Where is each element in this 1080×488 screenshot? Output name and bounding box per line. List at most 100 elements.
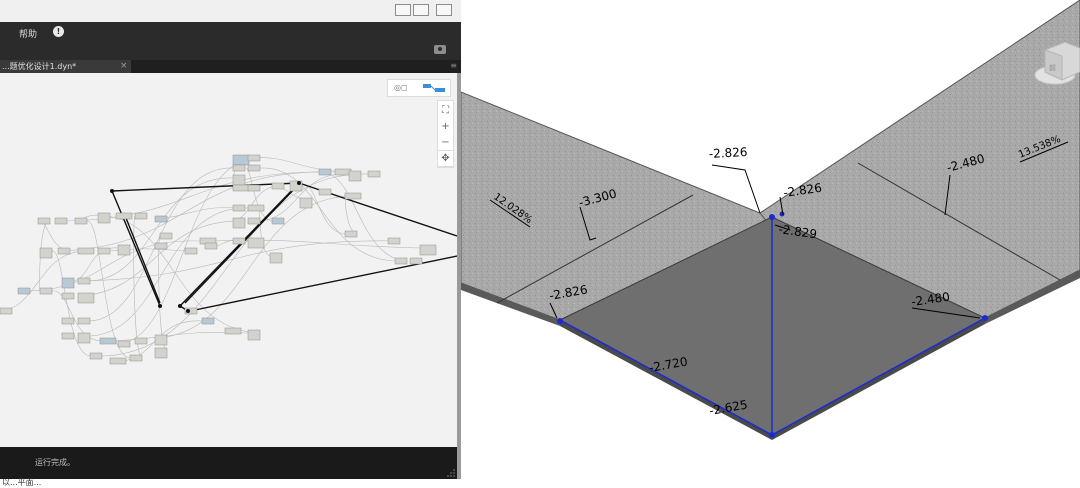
graph-node[interactable] [39, 287, 53, 295]
background-3d-icon[interactable]: ◎◻ [394, 83, 408, 92]
graph-node[interactable] [318, 168, 332, 176]
pan-icon[interactable]: ✥ [437, 150, 454, 167]
graph-node[interactable] [348, 170, 362, 182]
info-icon[interactable]: ! [53, 26, 64, 37]
graph-node[interactable] [154, 334, 168, 346]
graph-node[interactable] [77, 247, 95, 255]
graph-node[interactable] [61, 332, 75, 340]
graph-node[interactable] [74, 217, 88, 225]
zoom-in-icon[interactable]: + [441, 121, 450, 132]
graph-node[interactable] [61, 292, 75, 300]
viewcube-icon[interactable]: 前 [1034, 41, 1080, 85]
elevation-label: -2.826 [708, 145, 747, 161]
graph-node[interactable] [387, 237, 401, 245]
graph-node[interactable] [134, 212, 148, 220]
node-graph [0, 154, 457, 365]
graph-node[interactable] [367, 170, 381, 178]
graph-node[interactable] [77, 292, 95, 304]
graph-node[interactable] [289, 180, 303, 192]
graph-node[interactable] [334, 168, 352, 176]
graph-wire [244, 167, 273, 222]
toolbar [0, 42, 461, 60]
tab-menu-icon[interactable]: ≡ [450, 61, 457, 70]
close-icon[interactable] [436, 4, 452, 16]
graph-node[interactable] [117, 244, 131, 256]
view-toggle: ◎◻ [387, 79, 451, 97]
tab-file[interactable]: ...题优化设计1.dyn* × [0, 60, 131, 73]
graph-node[interactable] [232, 204, 246, 212]
graph-wire [66, 171, 336, 222]
graph-node[interactable] [154, 215, 168, 223]
graph-node[interactable] [61, 317, 75, 325]
graph-canvas[interactable]: ◎◻ ⛶ + − ✥ [0, 73, 457, 447]
graph-node[interactable] [117, 340, 131, 348]
resize-grip-icon[interactable] [447, 469, 455, 477]
graph-node[interactable] [201, 317, 215, 325]
graph-node[interactable] [299, 197, 313, 209]
graph-node[interactable] [115, 212, 133, 220]
graph-node[interactable] [247, 204, 265, 212]
graph-node[interactable] [77, 277, 91, 285]
graph-node[interactable] [344, 230, 358, 238]
graph-wire [86, 220, 131, 359]
geometry-line [111, 190, 161, 307]
graph-node[interactable] [134, 337, 148, 345]
graph-node[interactable] [232, 164, 246, 172]
graph-node[interactable] [232, 237, 246, 245]
graph-node[interactable] [224, 327, 242, 335]
minimize-icon[interactable] [395, 4, 411, 16]
graph-node[interactable] [232, 174, 246, 186]
graph-node[interactable] [232, 154, 250, 166]
zoom-out-icon[interactable]: − [441, 137, 450, 148]
graph-node[interactable] [154, 242, 168, 250]
graph-node[interactable] [77, 317, 91, 325]
graph-node[interactable] [318, 188, 332, 196]
camera-icon[interactable] [434, 45, 446, 54]
model-3d-viewport[interactable]: -2.826 -2.826 -2.829 -3.300 -2.480 -2.48… [461, 0, 1080, 486]
graph-node[interactable] [89, 352, 103, 360]
graph-node[interactable] [409, 257, 423, 265]
geometry-line [123, 212, 161, 304]
boundary-lines [559, 217, 986, 436]
graph-node[interactable] [77, 332, 91, 344]
graph-node[interactable] [159, 232, 173, 240]
graph-node[interactable] [129, 354, 143, 362]
graph-wire [51, 290, 101, 342]
graph-node[interactable] [271, 182, 285, 190]
graph-node[interactable] [247, 184, 261, 192]
graph-node[interactable] [419, 244, 437, 256]
graph-node[interactable] [0, 307, 13, 315]
graph-node[interactable] [17, 287, 31, 295]
tab-close-icon[interactable]: × [120, 61, 128, 71]
graph-node[interactable] [271, 217, 285, 225]
tab-bar: ...题优化设计1.dyn* × ≡ [0, 60, 461, 73]
graph-node[interactable] [184, 307, 198, 315]
graph-node[interactable] [39, 247, 53, 259]
graph-node[interactable] [61, 277, 75, 289]
graph-node[interactable] [37, 217, 51, 225]
graph-node[interactable] [232, 184, 250, 192]
graph-node[interactable] [394, 257, 408, 265]
graph-node[interactable] [99, 337, 117, 345]
graph-view-icon[interactable] [422, 83, 446, 93]
graph-node[interactable] [97, 212, 111, 224]
graph-node[interactable] [247, 329, 261, 341]
fit-view-icon[interactable]: ⛶ [442, 105, 449, 116]
graph-node[interactable] [247, 154, 261, 162]
graph-node[interactable] [344, 192, 362, 200]
graph-node[interactable] [232, 217, 246, 229]
graph-node[interactable] [184, 247, 198, 255]
graph-node[interactable] [204, 242, 218, 250]
graph-node[interactable] [97, 247, 111, 255]
graph-wire [259, 173, 350, 222]
graph-node[interactable] [247, 237, 265, 249]
graph-node[interactable] [269, 252, 283, 264]
menu-help[interactable]: 帮助 [19, 30, 38, 40]
graph-node[interactable] [54, 217, 68, 225]
graph-node[interactable] [247, 217, 261, 225]
graph-node[interactable] [109, 357, 127, 365]
graph-node[interactable] [154, 347, 168, 359]
maximize-icon[interactable] [413, 4, 429, 16]
graph-node[interactable] [57, 247, 71, 255]
graph-node[interactable] [247, 164, 261, 172]
